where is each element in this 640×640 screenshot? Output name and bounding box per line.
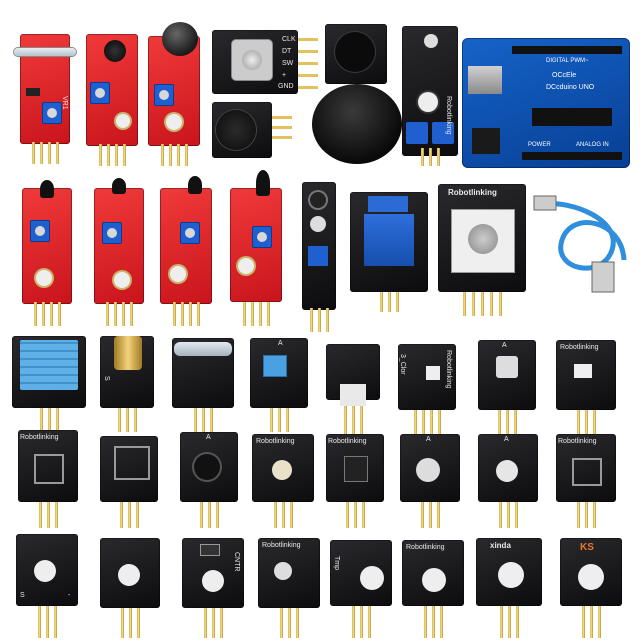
relay-module: [350, 192, 428, 312]
usb-cable: [533, 195, 627, 293]
ir-receiver-module: Robotlinking: [18, 430, 78, 528]
ir-transmitter-module: CNTR: [182, 538, 244, 638]
active-buzzer-module: [325, 24, 387, 84]
potentiometer: [42, 102, 62, 124]
buzzer: [216, 110, 256, 150]
xinda-led-module: xinda: [476, 538, 542, 638]
flash-led-module: Robotlinking: [402, 540, 464, 638]
knock-sensor-module: [326, 344, 380, 434]
tmp-led-module: Tmp: [330, 540, 392, 638]
two-color-led-module: [100, 436, 158, 528]
arduino-uno-board: DCcduino UNO OCcEle DIGITAL PWM~ POWER A…: [462, 38, 630, 168]
digital-temp-module: Robotlinking: [258, 538, 320, 638]
analog-hall-module: [160, 176, 212, 326]
header-pins: [20, 142, 70, 164]
terminal-block: [368, 196, 408, 212]
rgb-led-module: 3_Clor Robotlinking: [398, 344, 456, 434]
ks-led-module: KS: [560, 538, 622, 638]
photo-interrupter-module: A: [250, 338, 308, 432]
smd-led-module: Robotlinking: [556, 340, 616, 434]
button-module: A: [478, 340, 536, 434]
mcu-chip: [532, 108, 612, 126]
reed-switch-module: VR1: [14, 34, 76, 164]
microphone-module-small: [86, 34, 138, 166]
analog-temp-module: Robotlinking: [326, 434, 384, 528]
microphone-module-large: [148, 22, 200, 166]
joystick-module: Robotlinking: [438, 184, 526, 316]
laser-module: S: [100, 336, 154, 432]
led-module-b: S -: [16, 534, 78, 638]
vr-label: VR1: [61, 96, 68, 110]
temperature-sensor-module: [22, 180, 72, 326]
photoresistor-module: Robotlinking: [252, 434, 314, 528]
flame-sensor-module: [230, 170, 282, 326]
rotary-encoder-module: CLK DT SW + GND: [212, 30, 318, 94]
joystick-cap: [312, 84, 402, 164]
hall-sensor-module: [94, 178, 144, 326]
dht-sensor: [20, 340, 78, 390]
ball-switch-module: A: [180, 432, 238, 528]
mic-capsule: [104, 40, 126, 62]
led-module-c: [100, 538, 160, 638]
line-tracking-module: [302, 182, 336, 332]
mic-capsule: [162, 22, 198, 56]
tracking-sensor-module: Robotlinking: [402, 26, 458, 166]
tilt-switch-module: [172, 338, 234, 432]
usb-b-port: [468, 66, 502, 94]
touch-sensor-module: A: [400, 434, 460, 528]
magic-cup-module: Robotlinking: [556, 434, 616, 528]
buzzer-module: [212, 102, 292, 158]
dc-jack: [472, 128, 500, 154]
led-module-a: A: [478, 434, 538, 528]
board-label: DCcduino UNO: [546, 84, 595, 91]
reed-glass-tube: [14, 48, 76, 56]
relay: [364, 214, 414, 266]
dht11-module: [12, 336, 86, 432]
